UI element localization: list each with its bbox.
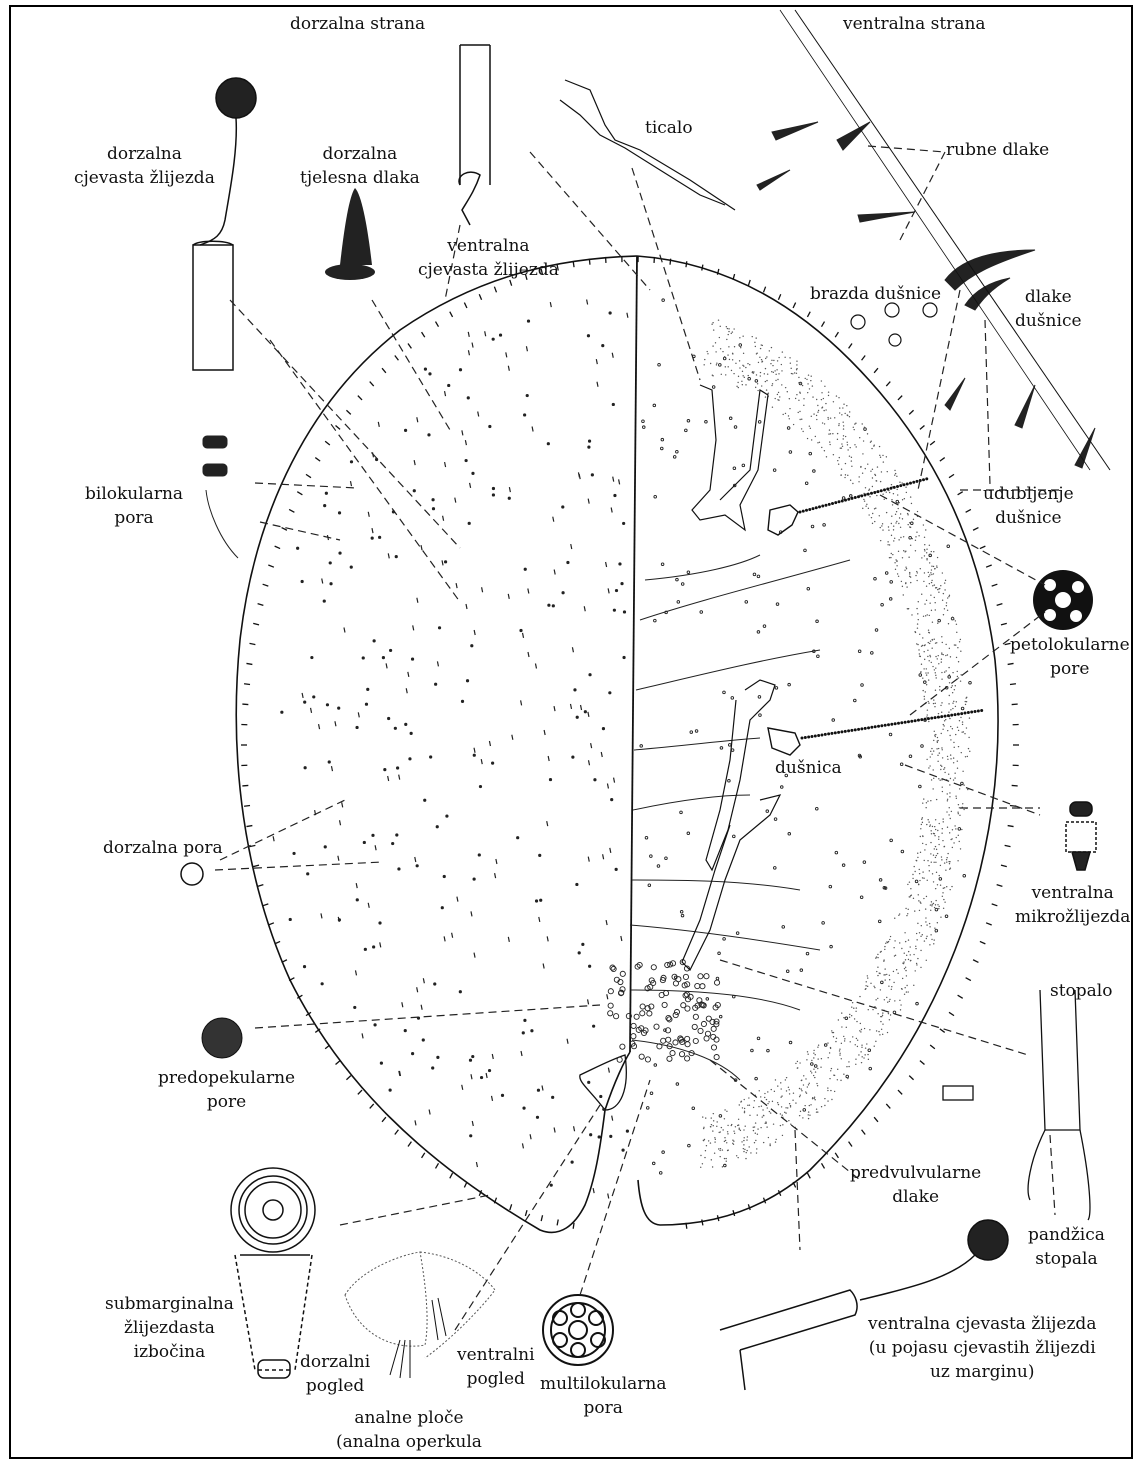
label-dorsal-pore: dorzalna pora xyxy=(103,836,223,860)
preopercular-pore-drawing xyxy=(202,1018,242,1058)
submarginal-gland-drawing xyxy=(231,1168,315,1378)
spiracle-dotted-furrows xyxy=(799,477,984,739)
antenna-drawing xyxy=(560,80,735,210)
spiracles-body xyxy=(768,505,800,755)
dorsal-setae xyxy=(273,300,628,1199)
header-ventral-side: ventralna strana xyxy=(843,12,986,36)
pentalocular-pore-drawing xyxy=(1033,570,1093,630)
spiracle-furrow-pores xyxy=(851,303,937,346)
dorsal-pore-drawing xyxy=(181,863,203,885)
ventral-tubular-gland-top-drawing xyxy=(459,45,490,225)
label-antenna: ticalo xyxy=(645,116,693,140)
ventral-pores xyxy=(608,299,972,1174)
multilocular-pore-drawing xyxy=(543,1295,613,1365)
ventral-segments xyxy=(630,555,850,1080)
label-ventral-tubular-gland-bottom: ventralna cjevasta žlijezda(u pojasu cje… xyxy=(868,1312,1096,1384)
ventral-microgland-drawing xyxy=(1066,802,1096,870)
label-anal-plates: analne ploče(analna operkula xyxy=(336,1406,482,1454)
tubular-duct-band xyxy=(700,319,970,1168)
label-spiracle: dušnica xyxy=(775,756,842,780)
label-spiracular-furrow: brazda dušnice xyxy=(810,282,941,306)
dorsal-seta-drawing xyxy=(325,188,375,280)
insect-body xyxy=(236,256,998,1232)
header-dorsal-side: dorzalna strana xyxy=(290,12,425,36)
leader-lines xyxy=(215,146,1060,1330)
dorsal-tubular-gland-drawing xyxy=(193,78,256,370)
bilocular-pore-drawing xyxy=(203,436,238,558)
label-tarsus: stopalo xyxy=(1050,979,1112,1003)
label-marginal-setae: rubne dlake xyxy=(946,138,1049,162)
anal-plate-hairs xyxy=(390,1298,446,1378)
